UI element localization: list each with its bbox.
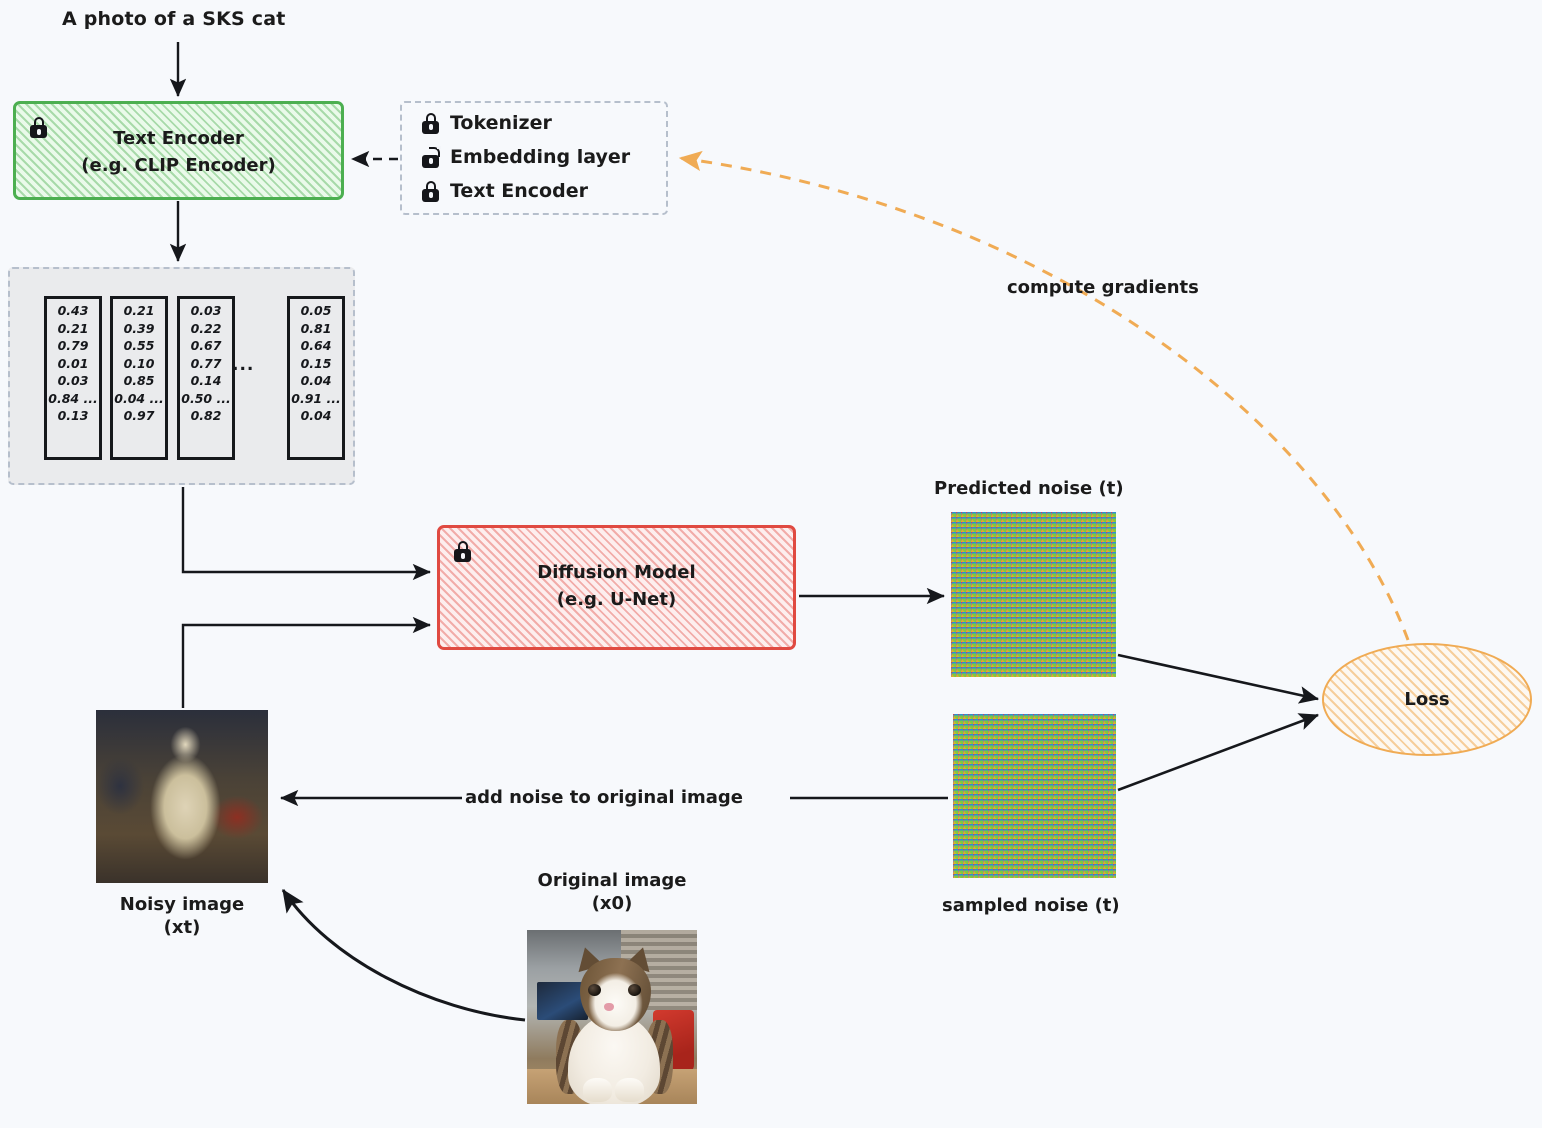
diffusion-line1: Diffusion Model — [537, 562, 696, 583]
embedding-vector: 0.21 0.39 0.55 0.10 0.85 0.04 ... 0.97 — [110, 296, 168, 460]
cat-paw-right — [615, 1077, 645, 1103]
legend-item-label: Tokenizer — [450, 112, 552, 134]
cat-paw-left — [583, 1077, 612, 1103]
text-embeddings-group: 0.43 0.21 0.79 0.01 0.03 0.84 ... 0.13 0… — [8, 267, 355, 485]
cat-eye-left — [588, 983, 602, 996]
predicted-noise-label: Predicted noise (t) — [934, 478, 1124, 499]
lock-icon — [30, 117, 47, 138]
embedding-ellipsis: ... — [232, 355, 255, 375]
loss-node[interactable]: Loss — [1322, 643, 1532, 756]
loss-label: Loss — [1404, 689, 1450, 710]
sampled-noise-label: sampled noise (t) — [942, 895, 1120, 916]
sampled-noise-image — [953, 714, 1116, 878]
embedding-vector-values: 0.03 0.22 0.67 0.77 0.14 0.50 ... 0.82 — [181, 303, 231, 423]
arrow-noisy-to-diffusion — [181, 616, 431, 708]
embedding-vector-values: 0.21 0.39 0.55 0.10 0.85 0.04 ... 0.97 — [114, 303, 164, 423]
original-image-label: Original image (x0) — [537, 870, 687, 914]
legend-item-label: Embedding layer — [450, 146, 631, 168]
legend-item-label: Text Encoder — [450, 180, 588, 202]
lock-icon — [422, 112, 439, 134]
arrow-sampled-to-loss — [1117, 713, 1319, 792]
lock-icon — [422, 180, 439, 202]
original-image — [527, 930, 697, 1104]
text-encoder-label: Text Encoder (e.g. CLIP Encoder) — [16, 125, 341, 179]
diffusion-line2: (e.g. U-Net) — [556, 589, 677, 610]
embedding-vector: 0.05 0.81 0.64 0.15 0.04 0.91 ... 0.04 — [287, 296, 345, 460]
lock-icon — [454, 541, 471, 562]
compute-gradients-edge-label: compute gradients — [1007, 277, 1199, 298]
arrow-embeddings-to-diffusion — [181, 487, 431, 581]
embedding-vector: 0.43 0.21 0.79 0.01 0.03 0.84 ... 0.13 — [44, 296, 102, 460]
text-encoder-line1: Text Encoder — [113, 128, 244, 149]
unlock-icon — [422, 145, 441, 168]
embedding-vector: 0.03 0.22 0.67 0.77 0.14 0.50 ... 0.82 — [177, 296, 235, 460]
cat-nose — [603, 1003, 614, 1012]
diffusion-model-node[interactable]: Diffusion Model (e.g. U-Net) — [437, 525, 796, 650]
legend-item-embedding-layer: Embedding layer — [422, 145, 631, 168]
text-encoder-node[interactable]: Text Encoder (e.g. CLIP Encoder) — [13, 101, 344, 200]
predicted-noise-image — [951, 512, 1116, 677]
cat-eye-right — [627, 983, 641, 996]
frozen-components-legend: Tokenizer Embedding layer Text Encoder — [400, 101, 668, 215]
add-noise-edge-label: add noise to original image — [465, 787, 743, 808]
arrow-predicted-to-loss — [1117, 653, 1320, 704]
legend-item-tokenizer: Tokenizer — [422, 112, 552, 134]
embedding-vector-values: 0.05 0.81 0.64 0.15 0.04 0.91 ... 0.04 — [291, 303, 341, 423]
text-encoder-line2: (e.g. CLIP Encoder) — [81, 155, 276, 176]
diffusion-model-label: Diffusion Model (e.g. U-Net) — [440, 559, 793, 613]
noisy-image-label: Noisy image (xt) — [119, 894, 245, 938]
noisy-image — [96, 710, 268, 883]
prompt-label: A photo of a SKS cat — [62, 8, 286, 30]
embedding-vector-values: 0.43 0.21 0.79 0.01 0.03 0.84 ... 0.13 — [48, 303, 98, 423]
arrow-original-to-noisy — [281, 889, 526, 1022]
legend-item-text-encoder: Text Encoder — [422, 180, 588, 202]
